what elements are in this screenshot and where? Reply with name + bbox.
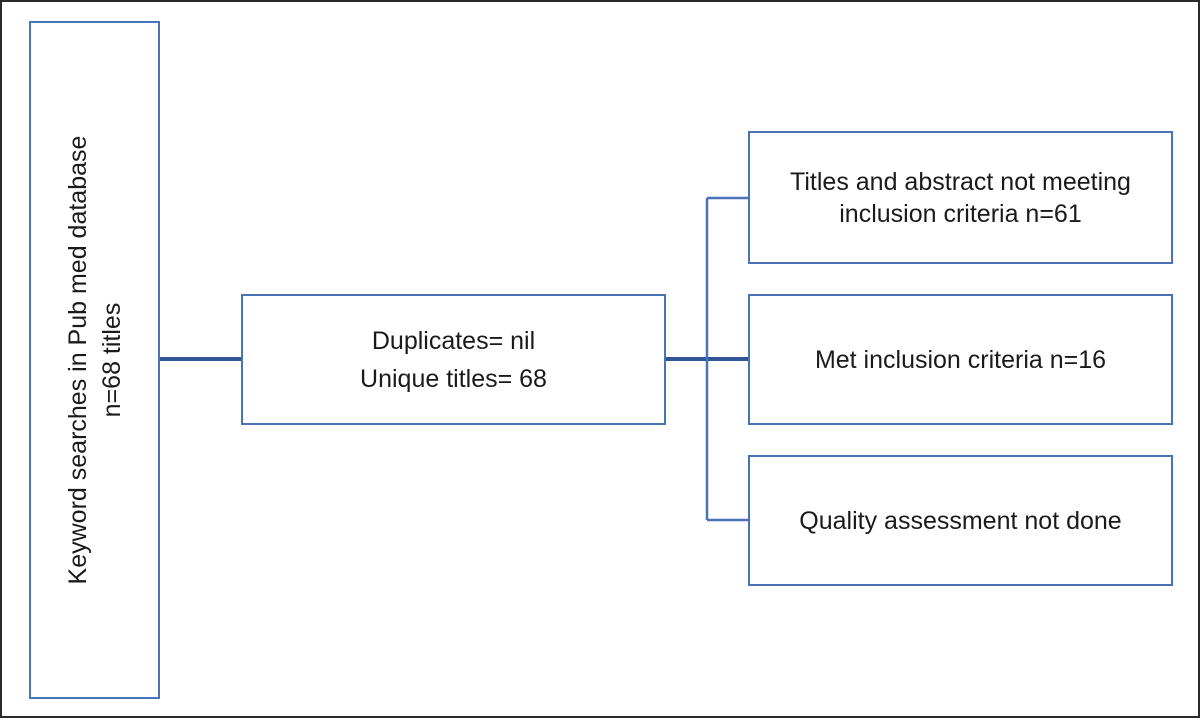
dedup-box-line1: Duplicates= nil bbox=[371, 326, 536, 355]
dedup-box: Duplicates= nil Unique titles= 68 bbox=[241, 294, 666, 425]
include-box: Met inclusion criteria n=16 bbox=[748, 294, 1173, 425]
exclude-box: Titles and abstract not meeting inclusio… bbox=[748, 131, 1173, 264]
include-box-label: Met inclusion criteria n=16 bbox=[814, 345, 1107, 374]
dedup-box-line2: Unique titles= 68 bbox=[360, 364, 547, 393]
source-box-text: Keyword searches in Pub med database n=6… bbox=[61, 60, 129, 660]
source-box-line1: Keyword searches in Pub med database bbox=[63, 135, 92, 585]
source-box: Keyword searches in Pub med database n=6… bbox=[29, 21, 160, 699]
exclude-box-line1: Titles and abstract not meeting bbox=[790, 167, 1131, 196]
exclude-box-line2: inclusion criteria n=61 bbox=[839, 199, 1082, 228]
quality-box: Quality assessment not done bbox=[748, 455, 1173, 586]
quality-box-label: Quality assessment not done bbox=[799, 506, 1122, 535]
source-box-line2: n=68 titles bbox=[97, 302, 126, 418]
